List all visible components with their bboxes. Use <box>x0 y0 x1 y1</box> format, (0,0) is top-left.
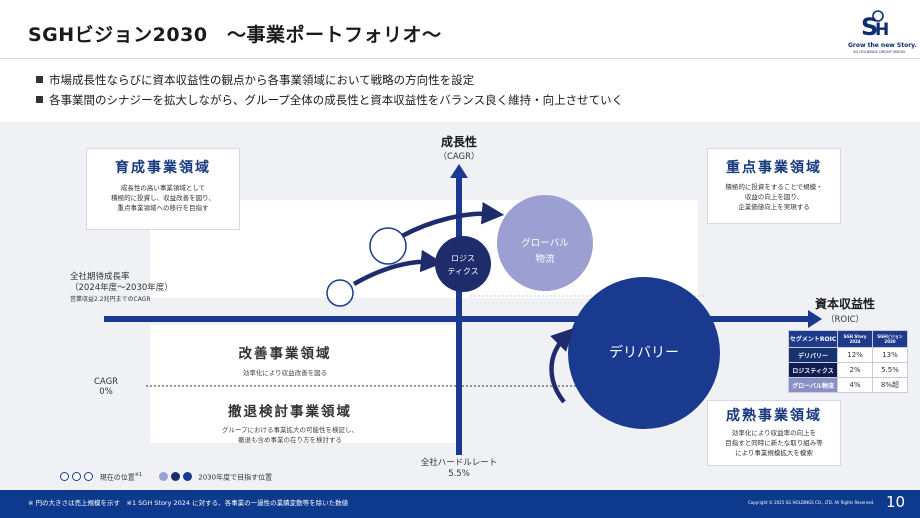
segment-roic-table: セグメントROIC SGH Story 2024 SGHビジョン 2030 デリ… <box>787 330 909 393</box>
bubble-logistics-2030 <box>435 236 491 292</box>
delivery-move-arrow <box>549 328 574 404</box>
footer-note: ※ 円の大きさは売上規模を示す ※1 SGH Story 2024 に対する、各… <box>28 499 349 507</box>
hurdle-rate-label-1: 全社ハードルレート <box>420 458 498 468</box>
quadrant-ikusei-title: 育成事業領域 <box>115 160 211 176</box>
legend-target-circle-icon <box>170 472 180 482</box>
legend-target-circle-icon <box>183 472 193 482</box>
page-title: SGHビジョン2030 ～事業ポートフォリオ～ <box>28 24 442 46</box>
hurdle-rate-label: 全社ハードルレート 5.5% <box>400 458 518 480</box>
table-row: デリバリー 12% 13% <box>787 347 909 363</box>
hurdle-rate-label-2: 5.5% <box>448 469 470 479</box>
growth-rate-note: 営業収益2.2兆円までのCAGR <box>70 296 151 303</box>
footer-copyright: Copyright © 2025 SG HOLDINGS CO., LTD. A… <box>748 500 875 505</box>
label-logistics-line2: ティクス <box>447 267 478 276</box>
cagr-zero-label-2: 0% <box>99 387 113 397</box>
sgh-logo: S H Grow the new Story. SG HOLDINGS GROU… <box>848 8 917 60</box>
quadrant-tettai-title: 撤退検討事業領域 <box>228 404 352 420</box>
bullet-1: 市場成長性ならびに資本収益性の観点から各事業領域において戦略の方向性を設定 <box>36 72 474 88</box>
legend-target-label: 2030年度で目指す位置 <box>198 473 273 482</box>
roic-row-story2024: 4% <box>837 377 873 393</box>
y-axis-title: 成長性 <box>441 134 477 149</box>
quadrant-seijuku-desc-1: 効率化により収益率の向上を <box>731 429 817 437</box>
quadrant-juten-desc-1: 積極的に投資をすることで規模・ <box>725 183 823 191</box>
global-move-arrow <box>400 201 505 238</box>
roic-row-vision2030: 8%超 <box>871 377 909 393</box>
x-axis-title: 資本収益性 <box>815 296 875 311</box>
quadrant-juten-desc-3: 企業価値向上を実現する <box>738 203 810 211</box>
quadrant-ikusei-desc-2: 積極的に投資し、収益改善を図り、 <box>111 194 215 202</box>
quadrant-kaizen-desc: 効率化により収益改善を図る <box>242 369 328 377</box>
roic-header-story2024: SGH Story 2024 <box>837 330 873 348</box>
quadrant-tettai: 撤退検討事業領域 グループにおける事業拡大の可能性を検証し、 撤退も含め事業の在… <box>200 400 380 445</box>
x-axis-arrow-icon <box>808 310 822 328</box>
roic-row-vision2030: 13% <box>871 347 909 363</box>
y-axis-arrow-icon <box>450 164 468 178</box>
roic-row-story2024: 12% <box>837 347 873 363</box>
label-logistics-line1: ロジス <box>451 254 475 263</box>
roic-row-segment: デリバリー <box>787 347 839 363</box>
quadrant-ikusei-desc-1: 成長性の高い事業領域として <box>120 184 206 192</box>
table-row: ロジスティクス 2% 5.5% <box>787 362 909 378</box>
table-row: グローバル物流 4% 8%超 <box>787 377 909 393</box>
roic-row-segment: グローバル物流 <box>787 377 839 393</box>
label-delivery: デリバリー <box>609 344 679 361</box>
cagr-zero-label-1: CAGR <box>94 377 119 387</box>
upper-white-band <box>150 200 698 298</box>
roic-row-vision2030: 5.5% <box>871 362 909 378</box>
title-divider <box>0 58 920 59</box>
logistics-move-arrow <box>352 249 444 286</box>
page-number: 10 <box>886 493 906 511</box>
bullet-1-text: 市場成長性ならびに資本収益性の観点から各事業領域において戦略の方向性を設定 <box>49 73 475 87</box>
bullet-2: 各事業間のシナジーを拡大しながら、グループ全体の成長性と資本収益性をバランス良く… <box>36 92 623 108</box>
bubble-global-2030 <box>497 195 593 291</box>
label-global-line1: グローバル <box>521 237 569 249</box>
logo-tagline: Grow the new Story. <box>848 42 917 49</box>
quadrant-juten-box: 重点事業領域 積極的に投資をすることで規模・ 収益の向上を図り、 企業価値向上を… <box>707 148 841 224</box>
quadrant-seijuku-box: 成熟事業領域 効率化により収益率の向上を 目指すと同時に新たな取り組み等 により… <box>707 400 841 466</box>
logo-subline: SG HOLDINGS GROUP VISION <box>853 50 905 54</box>
growth-rate-label: 全社期待成長率 （2024年度～2030年度） 営業収益2.2兆円までのCAGR <box>70 272 173 305</box>
quadrant-seijuku-title: 成熟事業領域 <box>726 408 822 424</box>
growth-rate-label-2: （2024年度～2030年度） <box>70 283 173 293</box>
quadrant-ikusei-box: 育成事業領域 成長性の高い事業領域として 積極的に投資し、収益改善を図り、 重点… <box>86 148 240 230</box>
legend-current-circle-icon <box>72 472 82 482</box>
legend-current-mark: ※1 <box>134 472 143 478</box>
svg-text:H: H <box>875 20 889 40</box>
legend-target-circle-icon <box>158 472 168 482</box>
quadrant-ikusei-desc-3: 重点事業領域への移行を目指す <box>117 204 209 212</box>
bubble-delivery-2030 <box>568 277 720 429</box>
roic-row-story2024: 2% <box>837 362 873 378</box>
quadrant-kaizen: 改善事業領域 効率化により収益改善を図る <box>210 342 360 378</box>
legend: 現在の位置※1 2030年度で目指す位置 <box>60 472 272 482</box>
quadrant-seijuku-desc-3: により事業規模拡大を模索 <box>735 449 813 457</box>
roic-header-segment: セグメントROIC <box>787 330 839 348</box>
y-axis-subtitle: （CAGR） <box>438 151 479 162</box>
bubble-logistics-current <box>326 279 354 307</box>
roic-header-vision2030: SGHビジョン 2030 <box>871 330 909 348</box>
quadrant-kaizen-title: 改善事業領域 <box>238 346 332 362</box>
label-global-line2: 物流 <box>535 253 555 265</box>
x-axis-subtitle: （ROIC） <box>826 314 864 325</box>
bubble-global-current <box>369 227 407 265</box>
bullet-2-text: 各事業間のシナジーを拡大しながら、グループ全体の成長性と資本収益性をバランス良く… <box>49 93 624 107</box>
footer-bar <box>0 490 920 518</box>
cagr-zero-label: CAGR 0% <box>94 377 118 397</box>
quadrant-seijuku-desc-2: 目指すと同時に新たな取り組み等 <box>725 439 823 447</box>
legend-current-label: 現在の位置 <box>99 473 135 482</box>
lower-left-white-band <box>150 325 460 443</box>
legend-current-circle-icon <box>60 472 69 482</box>
quadrant-tettai-desc-1: グループにおける事業拡大の可能性を検証し、 <box>221 426 359 434</box>
roic-row-segment: ロジスティクス <box>787 362 839 378</box>
quadrant-juten-desc-2: 収益の向上を図り、 <box>744 193 804 201</box>
legend-current-circle-icon <box>84 472 94 482</box>
sgh-logo-icon: S H <box>861 10 889 41</box>
growth-rate-label-1: 全社期待成長率 <box>70 272 130 282</box>
quadrant-juten-title: 重点事業領域 <box>726 160 822 176</box>
quadrant-tettai-desc-2: 撤退も含め事業の在り方を検討する <box>238 436 342 444</box>
